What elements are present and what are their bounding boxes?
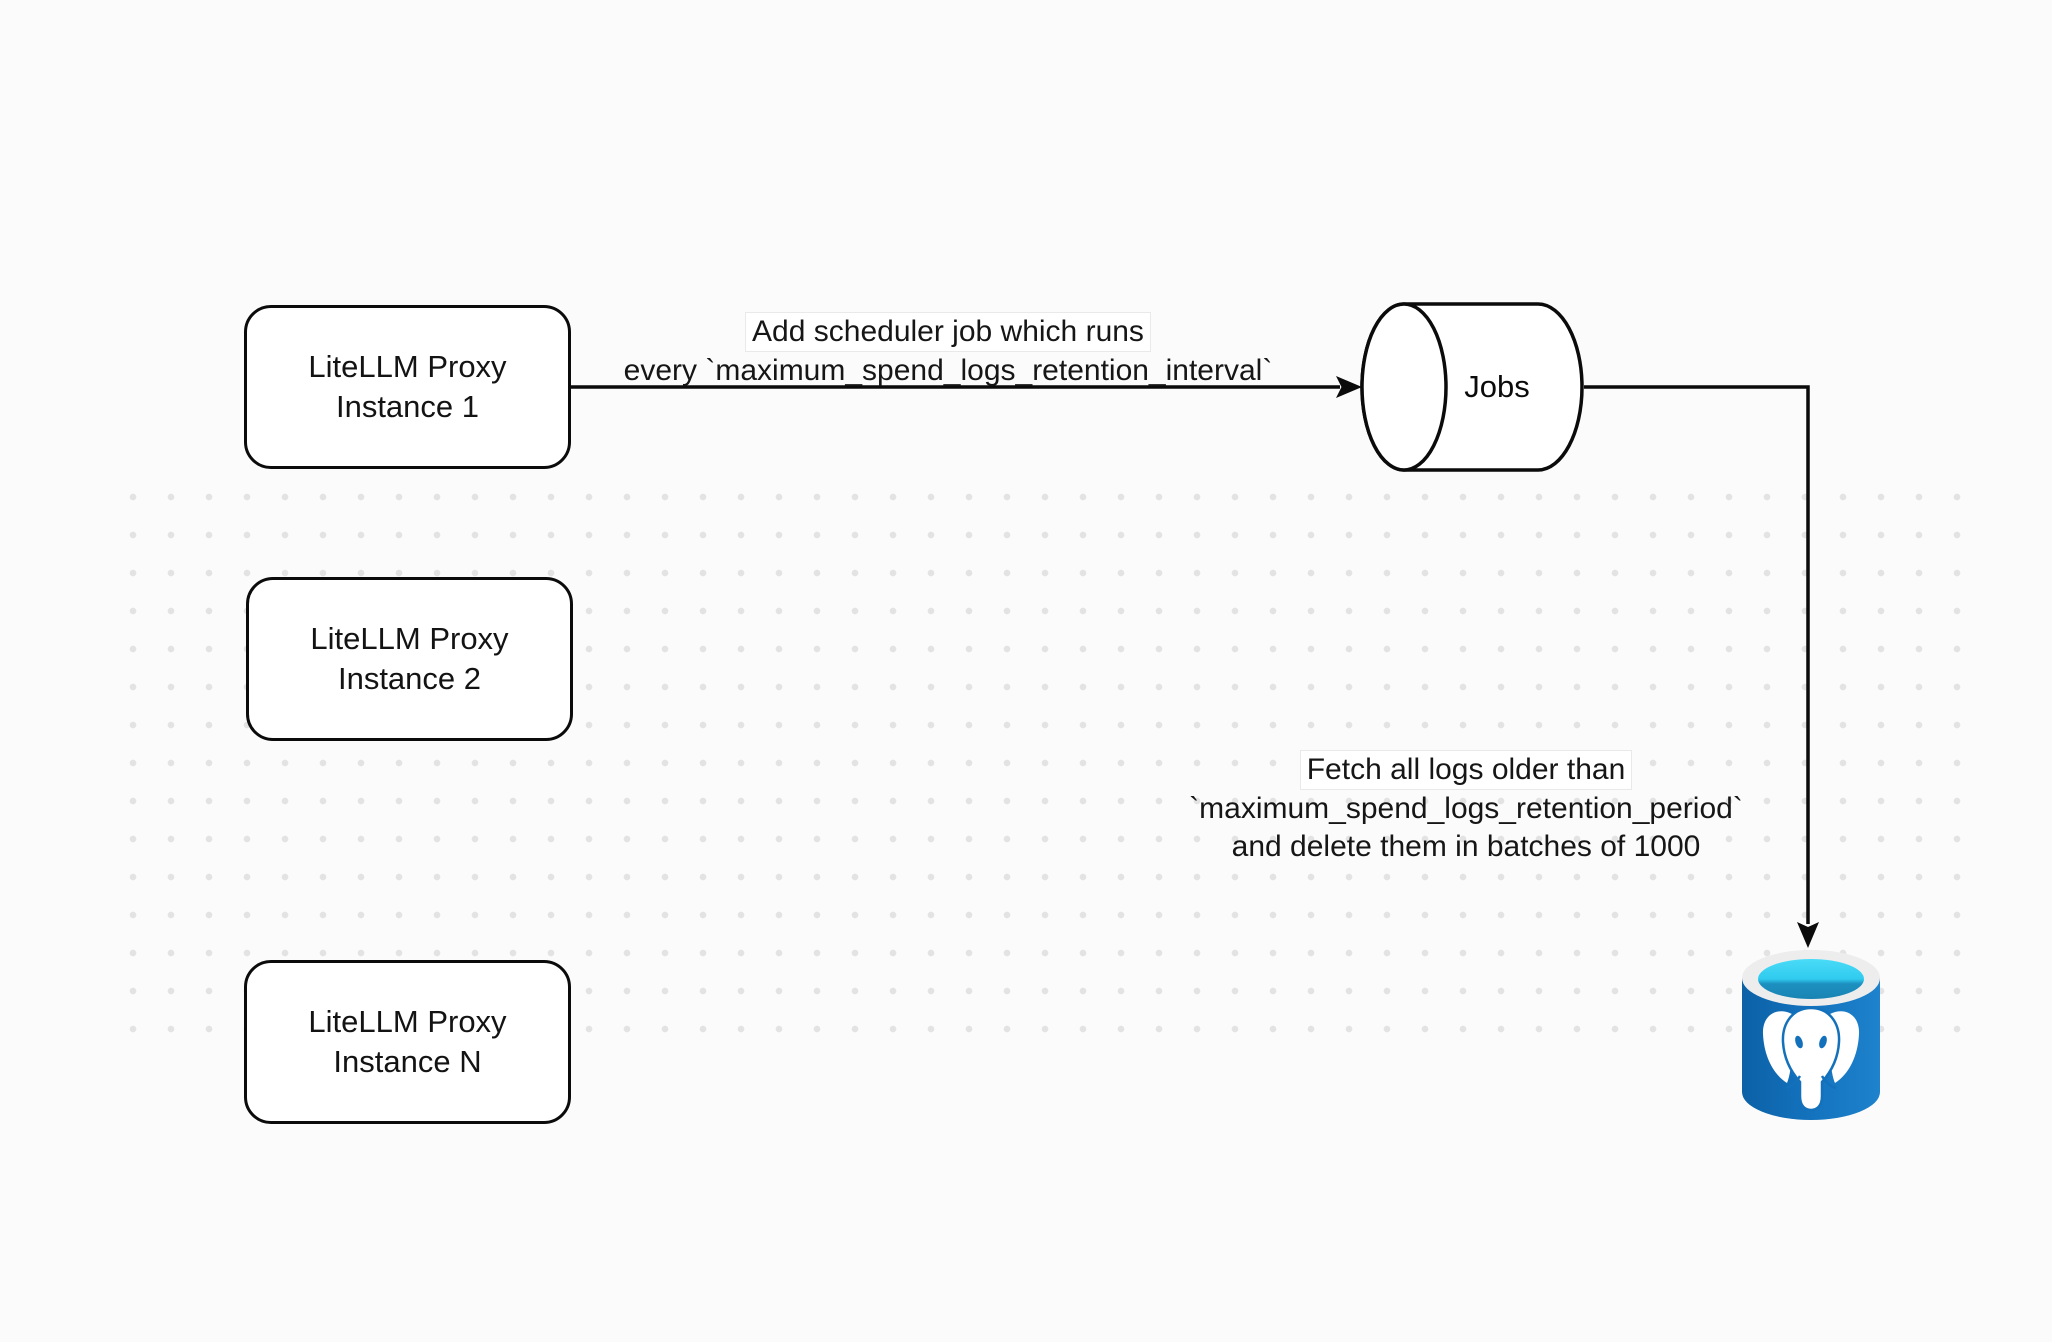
- edge-label-scheduler: Add scheduler job which runs every `maxi…: [598, 312, 1298, 390]
- elephant-left-eye: [1795, 1035, 1803, 1049]
- postgres-elephant: [1762, 1006, 1860, 1112]
- node-label-line2: Instance N: [333, 1044, 482, 1079]
- node-litellm-proxy-instance-2: LiteLLM Proxy Instance 2: [246, 577, 573, 741]
- elephant-face-and-trunk: [1781, 1006, 1841, 1112]
- edge-label-scheduler-line2: every `maximum_spend_logs_retention_inte…: [623, 354, 1273, 387]
- node-label-line1: LiteLLM Proxy: [310, 621, 509, 656]
- postgres-cylinder-top-liquid: [1758, 959, 1864, 999]
- elephant-right-eye: [1819, 1035, 1827, 1049]
- arrowhead-into-jobs-icon: [1336, 376, 1362, 398]
- node-litellm-proxy-instance-1: LiteLLM Proxy Instance 1: [244, 305, 571, 469]
- node-label-line1: LiteLLM Proxy: [308, 349, 507, 384]
- node-label-line2: Instance 1: [335, 389, 480, 424]
- elephant-right-tusk-line: [1820, 1075, 1837, 1090]
- edge-label-cleanup: Fetch all logs older than `maximum_spend…: [1136, 750, 1796, 866]
- edge-label-cleanup-line1: Fetch all logs older than: [1299, 750, 1633, 790]
- jobs-node-label: Jobs: [1464, 369, 1530, 404]
- elephant-left-tusk-line: [1785, 1075, 1802, 1090]
- node-label-line1: LiteLLM Proxy: [308, 1004, 507, 1039]
- edge-label-cleanup-line3: and delete them in batches of 1000: [1231, 830, 1701, 863]
- node-litellm-proxy-instance-n: LiteLLM Proxy Instance N: [244, 960, 571, 1124]
- edge-label-cleanup-line2: `maximum_spend_logs_retention_period`: [1189, 792, 1743, 825]
- edge-label-scheduler-line1: Add scheduler job which runs: [745, 312, 1151, 352]
- node-label-line2: Instance 2: [337, 661, 482, 696]
- postgresql-database-icon: [1742, 950, 1880, 1120]
